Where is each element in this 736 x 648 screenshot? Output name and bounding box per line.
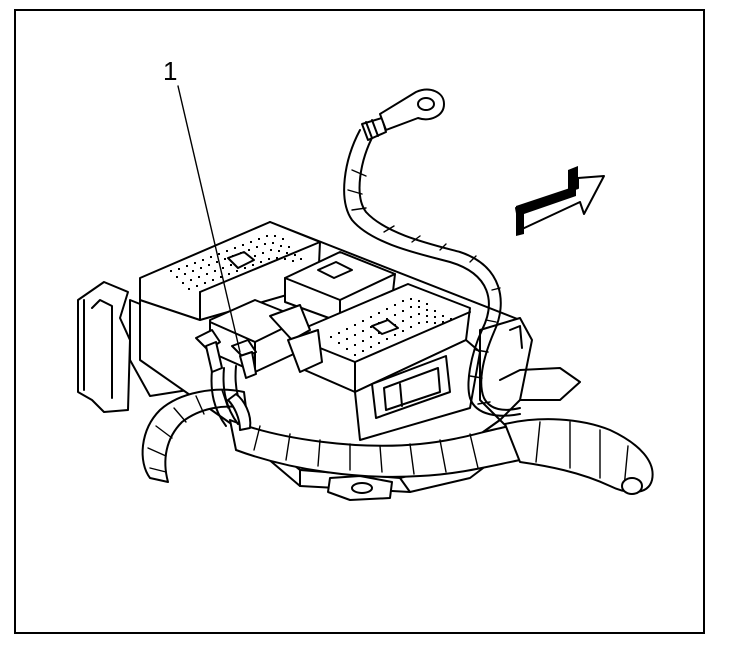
forward-arrow-icon — [515, 166, 605, 236]
callout-number-1: 1 — [163, 56, 178, 86]
left-harness-loop — [141, 365, 251, 483]
right-mounting-bracket — [479, 317, 581, 421]
callout-leader-line — [177, 85, 241, 353]
front-connector-housing — [354, 339, 481, 441]
item-1-connector-terminals — [195, 329, 257, 431]
main-wiring-harness — [229, 418, 654, 495]
harness-cable-with-ring-terminal — [343, 88, 521, 417]
